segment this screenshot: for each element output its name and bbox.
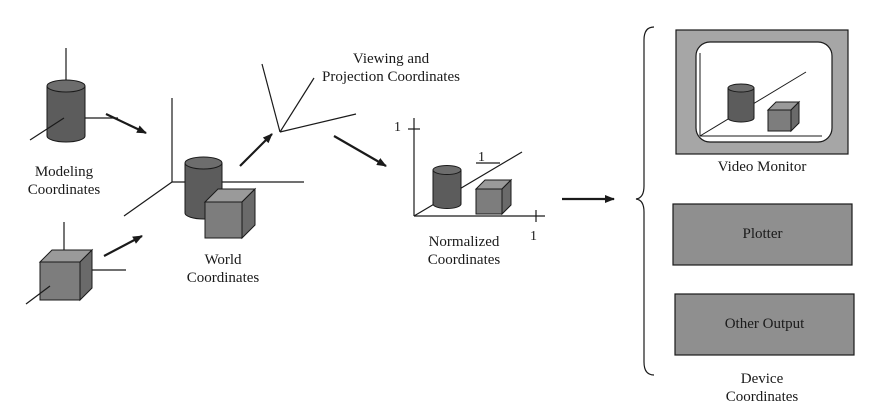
viewing-axes <box>261 63 357 133</box>
other-output-box <box>674 293 855 356</box>
device-brace <box>635 26 655 376</box>
video-monitor <box>675 29 849 155</box>
normalized-axes <box>408 118 545 222</box>
world-coordinates-label: World Coordinates <box>186 252 260 286</box>
modeling-cylinder-group <box>29 48 118 143</box>
plotter-box <box>672 203 853 266</box>
video-monitor-label: Video Monitor <box>717 159 807 175</box>
normalized-cube <box>474 178 513 216</box>
arrow-modeling-to-world-top <box>105 113 147 134</box>
modeling-coordinates-label: Modeling Coordinates <box>27 164 101 198</box>
normalized-y-tick-label: 1 <box>394 120 401 135</box>
arrow-world-to-viewing <box>239 133 273 167</box>
other-output-label: Other Output <box>724 316 805 332</box>
world-cube <box>203 187 257 240</box>
arrow-viewing-to-normalized <box>333 135 387 167</box>
normalized-cylinder <box>432 165 462 209</box>
monitor-cube <box>766 100 801 133</box>
normalized-z-tick-label: 1 <box>478 150 485 165</box>
monitor-cylinder <box>727 83 755 123</box>
modeling-cylinder <box>46 79 86 143</box>
normalized-coordinates-label: Normalized Coordinates <box>427 234 501 268</box>
device-coordinates-label: Device Coordinates <box>725 371 799 405</box>
modeling-cube <box>38 248 94 302</box>
arrow-modeling-to-world-bottom <box>103 235 143 257</box>
modeling-cube-group <box>25 222 126 305</box>
normalized-x-tick-label: 1 <box>530 229 537 244</box>
viewing-projection-label: Viewing and Projection Coordinates <box>322 51 460 85</box>
plotter-label: Plotter <box>742 226 783 242</box>
